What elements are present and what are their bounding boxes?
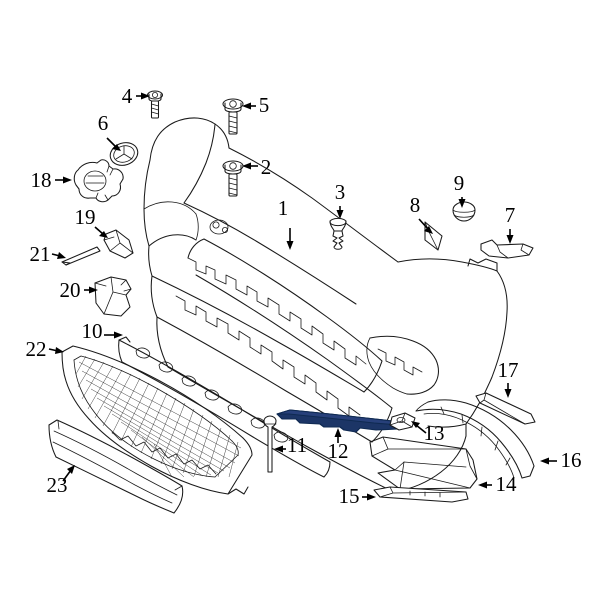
callout-label-17: 17 [498,358,519,382]
callout-label-22: 22 [26,337,47,361]
callout-label-9: 9 [454,171,465,195]
callout-label-11: 11 [287,433,307,457]
part-bumper-cover [143,117,508,493]
part-sensor-housing-18 [73,159,124,203]
callout-label-23: 23 [47,473,68,497]
part-clip-13 [389,412,416,431]
callout-label-1: 1 [278,196,289,220]
part-bracket-flat-7 [480,239,534,259]
part-grille-mesh-22 [61,345,253,495]
part-lower-spoiler-12 [276,409,401,433]
callout-label-5: 5 [259,93,270,117]
part-rod-21 [61,246,101,266]
part-push-pin-3 [329,217,347,250]
callout-label-13: 13 [424,421,445,445]
callout-label-4: 4 [122,84,133,108]
part-bolt-2 [222,160,244,197]
part-trim-strip-8 [424,221,443,251]
callout-label-12: 12 [328,439,349,463]
part-pin-11 [263,415,277,473]
part-bracket-20 [94,276,132,317]
callout-label-8: 8 [410,193,421,217]
part-trim-17 [475,392,536,425]
part-grille-slat-23 [48,419,184,514]
callout-label-16: 16 [561,448,582,472]
callout-labels: 1 2 3 4 5 6 7 8 9 10 11 12 13 14 15 16 1… [26,84,582,508]
callout-label-14: 14 [496,472,518,496]
part-bolt-5 [222,98,244,135]
callout-label-3: 3 [335,180,346,204]
callout-label-18: 18 [31,168,52,192]
callout-label-2: 2 [261,155,272,179]
callout-label-10: 10 [82,319,103,343]
callout-label-21: 21 [30,242,51,266]
part-cap-plug-9 [452,201,476,222]
part-deflector-14 [369,436,478,490]
leader-lines [48,92,557,501]
callout-label-19: 19 [75,205,96,229]
part-bolt-4 [146,90,164,119]
callout-label-6: 6 [98,111,109,135]
callout-label-7: 7 [505,203,516,227]
part-grille-surround-10 [118,336,331,478]
callout-label-20: 20 [60,278,81,302]
part-bracket-19 [103,229,134,259]
callout-label-15: 15 [339,484,360,508]
part-side-trim-16 [415,399,535,479]
part-molding-15 [373,486,469,503]
